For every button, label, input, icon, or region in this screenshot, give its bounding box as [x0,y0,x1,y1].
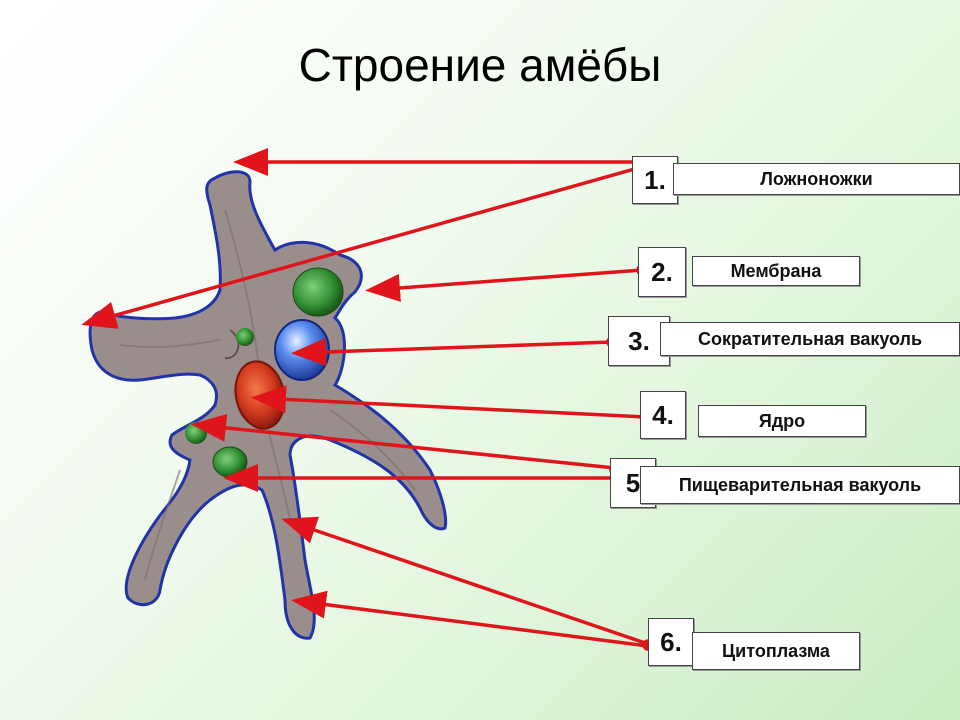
label-number-6: 6. [648,618,694,666]
label-number-3: 3. [608,316,670,366]
label-number-2: 2. [638,247,686,297]
arrow-2 [365,268,643,302]
arrow-3 [291,338,613,367]
label-text-pseudopods: Ложноножки [673,163,960,195]
label-text-cytoplasm: Цитоплазма [692,632,860,670]
food-vacuole-digestive [212,446,248,478]
arrow-6b [291,590,649,648]
leader-lines [81,148,654,651]
label-text-digestive-vacuole: Пищеварительная вакуоль [640,466,960,504]
label-text-nucleus: Ядро [698,405,866,437]
page-title: Строение амёбы [298,39,662,91]
food-vacuole-large [292,267,344,317]
label-number-4: 4. [640,391,686,439]
arrow-5a [191,413,616,470]
label-number-1: 1. [632,156,678,204]
label-text-membrane: Мембрана [692,256,860,286]
contractile-vacuole [274,319,330,381]
arrow-6a [281,516,649,646]
arrow-1b [81,166,639,329]
arrow-4 [251,385,646,419]
label-text-contractile-vacuole: Сократительная вакуоль [660,322,960,356]
food-vacuole-small [236,328,254,346]
